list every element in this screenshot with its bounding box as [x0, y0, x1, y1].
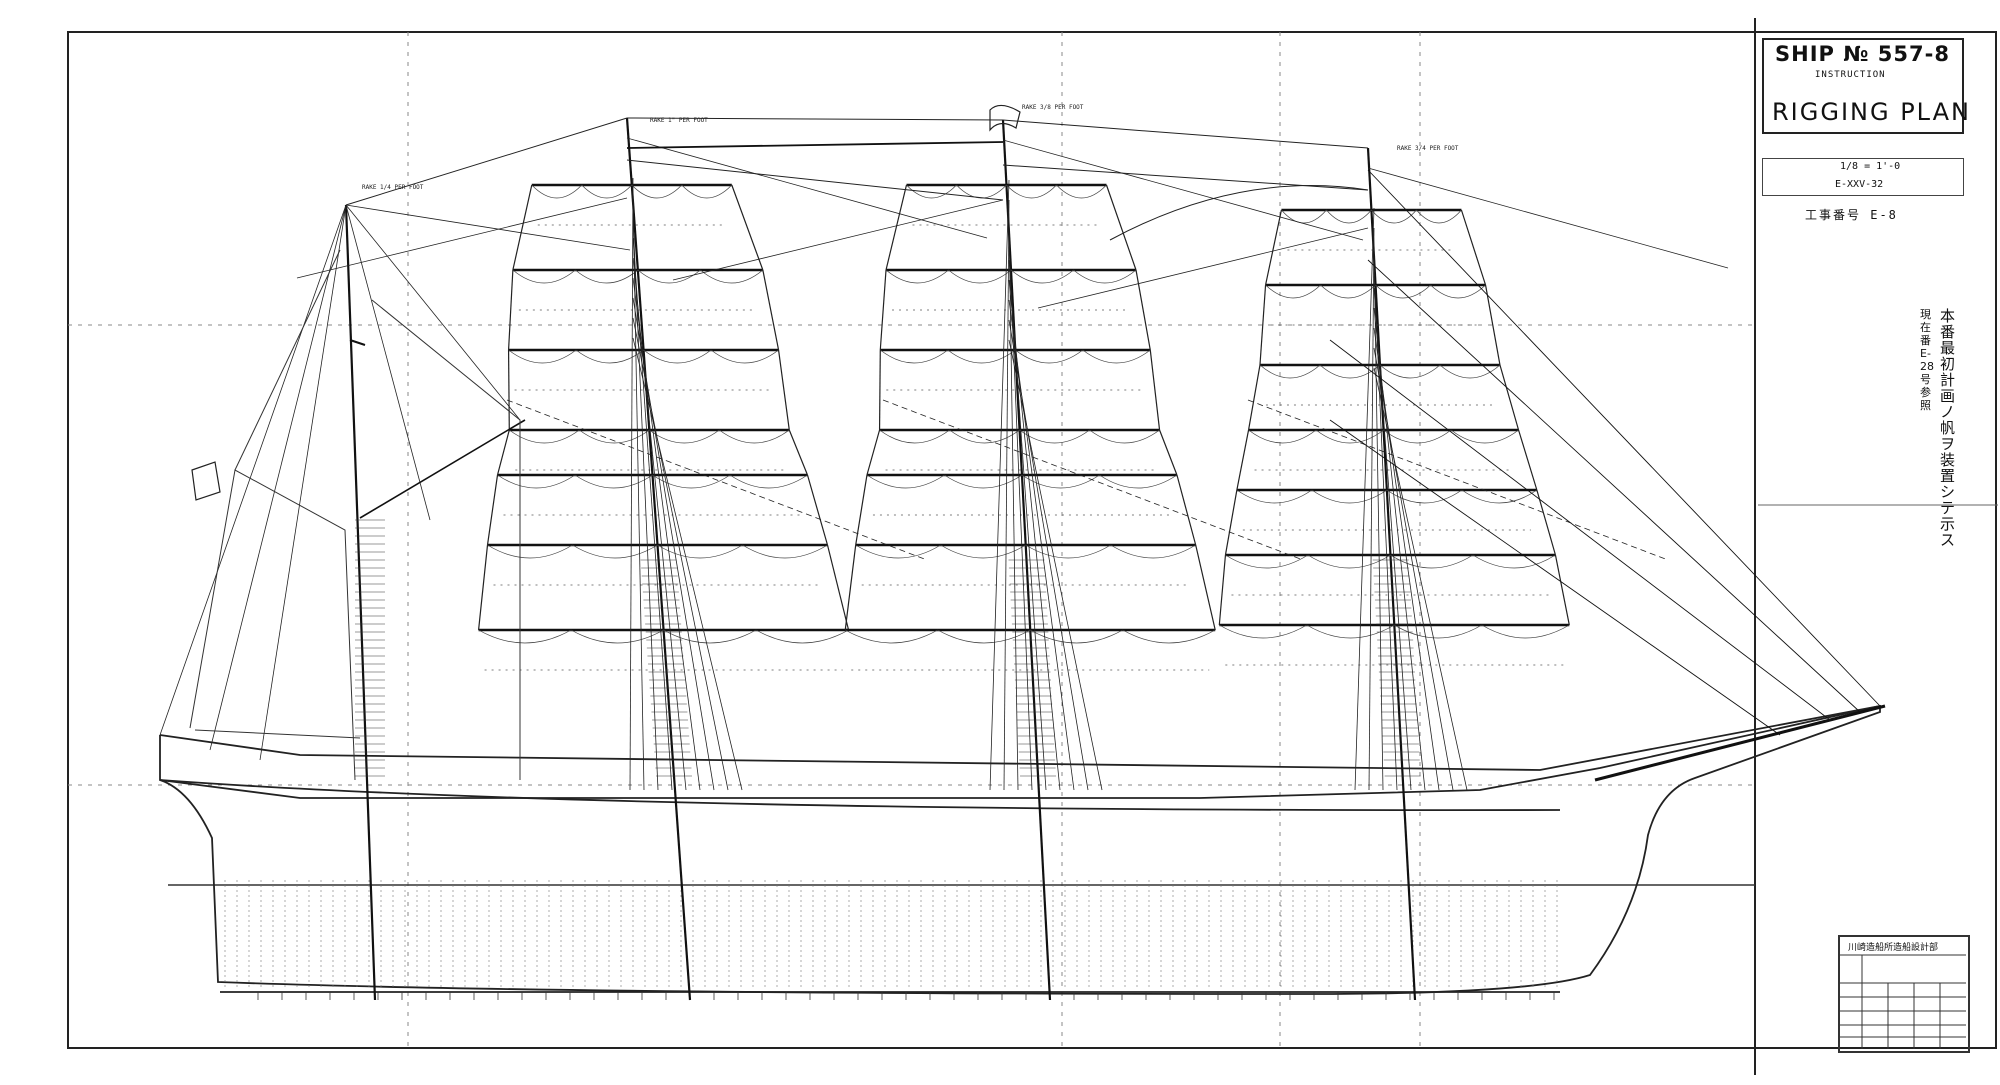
note-line-1: 本番最初計画ノ帆ヲ装置シテ示ス	[1940, 307, 1956, 549]
jigger-mast	[344, 204, 377, 1001]
title-block	[1762, 38, 1964, 134]
fore-mast	[1366, 147, 1417, 1001]
scale-box	[1762, 158, 1964, 196]
flags	[191, 104, 1021, 501]
note-line-2: 現在番E-28号参照	[1920, 308, 1934, 412]
yards	[477, 183, 1570, 671]
ship-number-subtitle: INSTRUCTION	[1815, 70, 1886, 80]
masts	[344, 117, 1417, 1001]
hull	[159, 704, 1881, 995]
reference-number: E-XXV-32	[1835, 179, 1884, 190]
bowsprit	[1329, 169, 1886, 782]
hull-frames	[224, 880, 1558, 990]
plan-title: RIGGING PLAN	[1772, 98, 1971, 126]
rigging-lines	[159, 117, 1729, 791]
stamp-header: 川崎造船所造船設計部	[1848, 943, 1939, 953]
drawing-border	[67, 31, 1997, 1049]
spanker-sail	[189, 249, 521, 781]
ship-number: SHIP № 557-8	[1775, 42, 1950, 66]
scale-label: 1/8 = 1'-0	[1840, 161, 1901, 172]
drawing-number: 工事番号 E-8	[1805, 208, 1898, 222]
mizzen-mast	[625, 117, 692, 1001]
keel-ticks	[257, 992, 1555, 1000]
jigger-rake-label: RAKE 1/4 PER FOOT	[362, 184, 424, 191]
main-rake-label: RAKE 3/8 PER FOOT	[1022, 104, 1084, 111]
mizzen-rake-label: RAKE 1" PER FOOT	[650, 117, 708, 124]
fore-rake-label: RAKE 3/4 PER FOOT	[1397, 145, 1459, 152]
fold-lines	[68, 32, 1755, 1048]
approval-stamp	[1838, 935, 1970, 1053]
stamp-grid	[1838, 954, 1966, 1049]
